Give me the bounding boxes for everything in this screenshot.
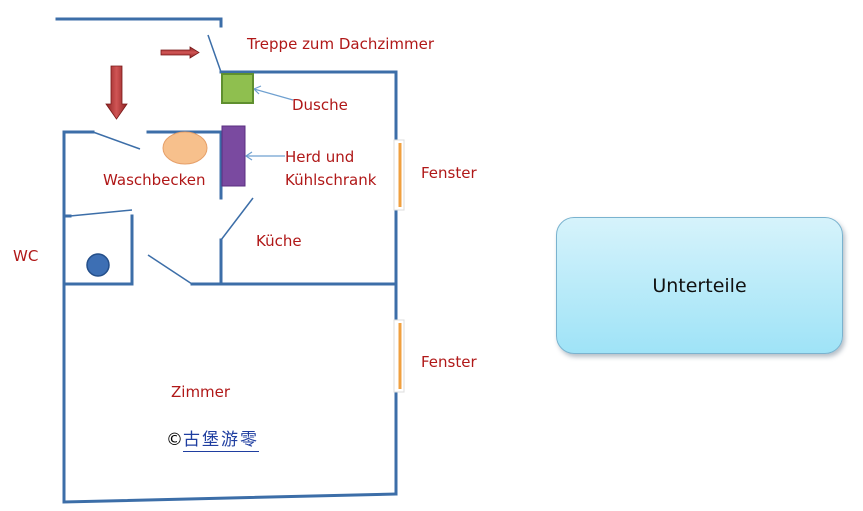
copyright-text: 古堡游零 <box>183 430 259 452</box>
bottom-wall <box>62 393 398 504</box>
stairs-door <box>207 34 222 73</box>
arrow-down-icon <box>105 65 128 120</box>
label-stove-fridge: Herd und Kühlschrank <box>285 148 377 189</box>
kitchen-door <box>220 197 254 241</box>
label-kitchen: Küche <box>256 232 302 250</box>
label-wc: WC <box>13 247 39 265</box>
copyright-mark: ©古堡游零 <box>166 430 259 452</box>
label-room: Zimmer <box>171 383 231 401</box>
copyright-symbol: © <box>166 430 183 450</box>
label-shower: Dusche <box>292 96 348 114</box>
windows <box>393 139 405 393</box>
arrow-right-icon <box>160 46 200 59</box>
label-sink: Waschbecken <box>103 171 206 189</box>
top-wall <box>55 17 223 28</box>
room-door <box>147 254 193 285</box>
label-stairs: Treppe zum Dachzimmer <box>247 35 434 53</box>
sink-shape <box>162 131 208 165</box>
doors <box>69 34 254 285</box>
shower-leader <box>253 88 294 101</box>
stove-fridge-block <box>221 125 246 187</box>
entrance-door <box>92 131 141 150</box>
label-window-lower: Fenster <box>421 353 477 371</box>
toilet-shape <box>86 253 110 277</box>
label-window-upper: Fenster <box>421 164 477 182</box>
stove-leader-head <box>244 151 253 161</box>
unterteile-box: Unterteile <box>556 217 843 354</box>
shower-block <box>221 73 254 104</box>
unterteile-label: Unterteile <box>652 274 747 297</box>
wc-door <box>69 209 133 217</box>
